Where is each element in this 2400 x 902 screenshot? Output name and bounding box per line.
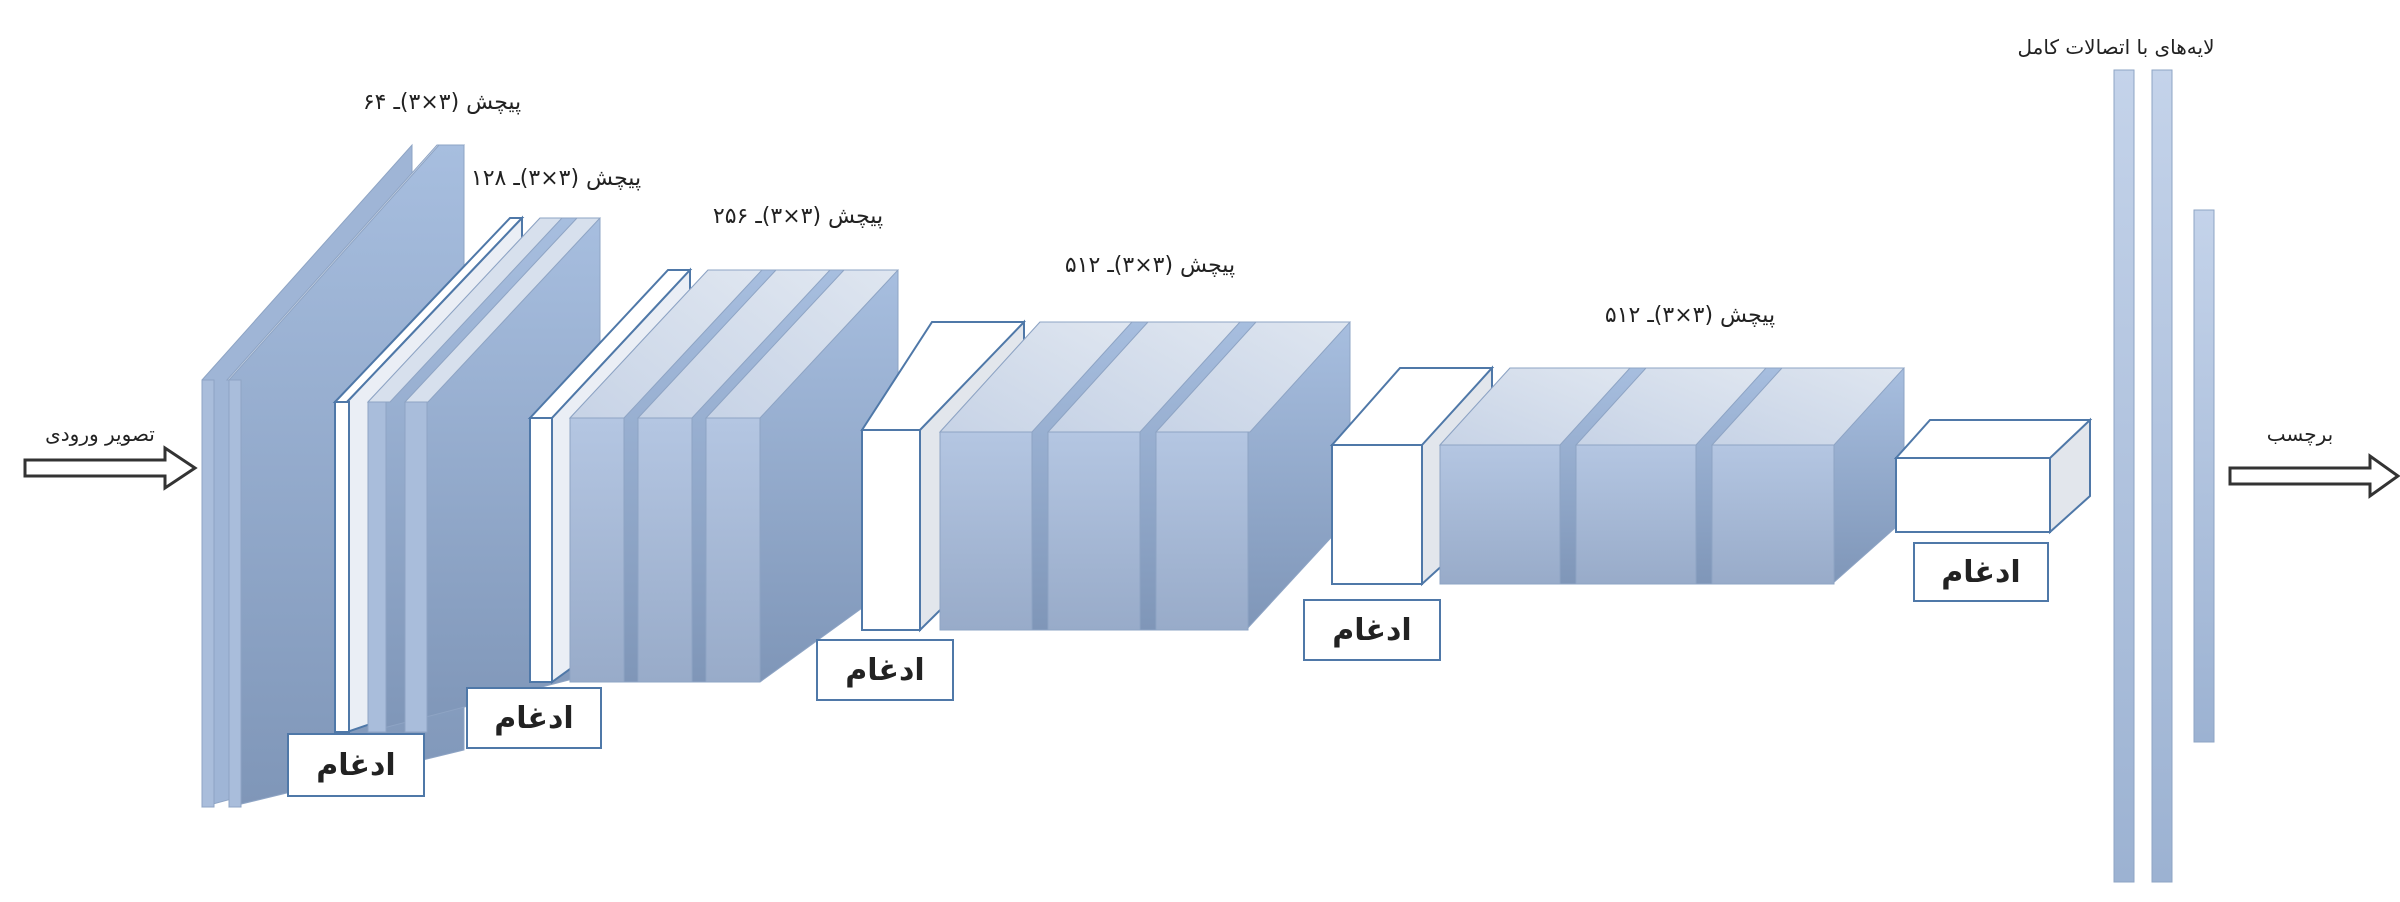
conv-label-512-b: پیچش (۳×۳)ـ ۵۱۲ bbox=[1605, 303, 1775, 328]
conv-block-512-b bbox=[1329, 365, 1906, 587]
conv-block-256 bbox=[527, 267, 900, 684]
pool-label-box-2: ادغام bbox=[466, 687, 602, 749]
fully-connected-layers bbox=[2113, 69, 2215, 883]
pool-label-3: ادغام bbox=[845, 653, 924, 688]
input-label: تصویر ورودی bbox=[45, 422, 155, 446]
conv-label-256: پیچش (۳×۳)ـ ۲۵۶ bbox=[713, 204, 883, 229]
pool-label-box-4: ادغام bbox=[1303, 599, 1441, 661]
final-pool-box bbox=[1893, 417, 2093, 535]
conv-block-512-a bbox=[860, 319, 1352, 633]
conv-label-128: پیچش (۳×۳)ـ ۱۲۸ bbox=[471, 166, 641, 191]
pool-label-box-5: ادغام bbox=[1913, 542, 2049, 602]
pool-label-4: ادغام bbox=[1332, 613, 1411, 648]
pool-label-box-1: ادغام bbox=[287, 733, 425, 797]
input-arrow bbox=[23, 445, 198, 491]
conv-label-512-a: پیچش (۳×۳)ـ ۵۱۲ bbox=[1065, 253, 1235, 278]
pool-label-2: ادغام bbox=[494, 701, 573, 736]
pool-label-1: ادغام bbox=[316, 748, 395, 783]
output-label: برچسب bbox=[2267, 422, 2333, 446]
output-arrow bbox=[2228, 453, 2400, 499]
pool-label-box-3: ادغام bbox=[816, 639, 954, 701]
fc-layers-label: لایه‌های با اتصالات کامل bbox=[2018, 35, 2215, 59]
conv-label-64: پیچش (۳×۳)ـ ۶۴ bbox=[363, 90, 521, 115]
pool-label-5: ادغام bbox=[1941, 555, 2020, 590]
